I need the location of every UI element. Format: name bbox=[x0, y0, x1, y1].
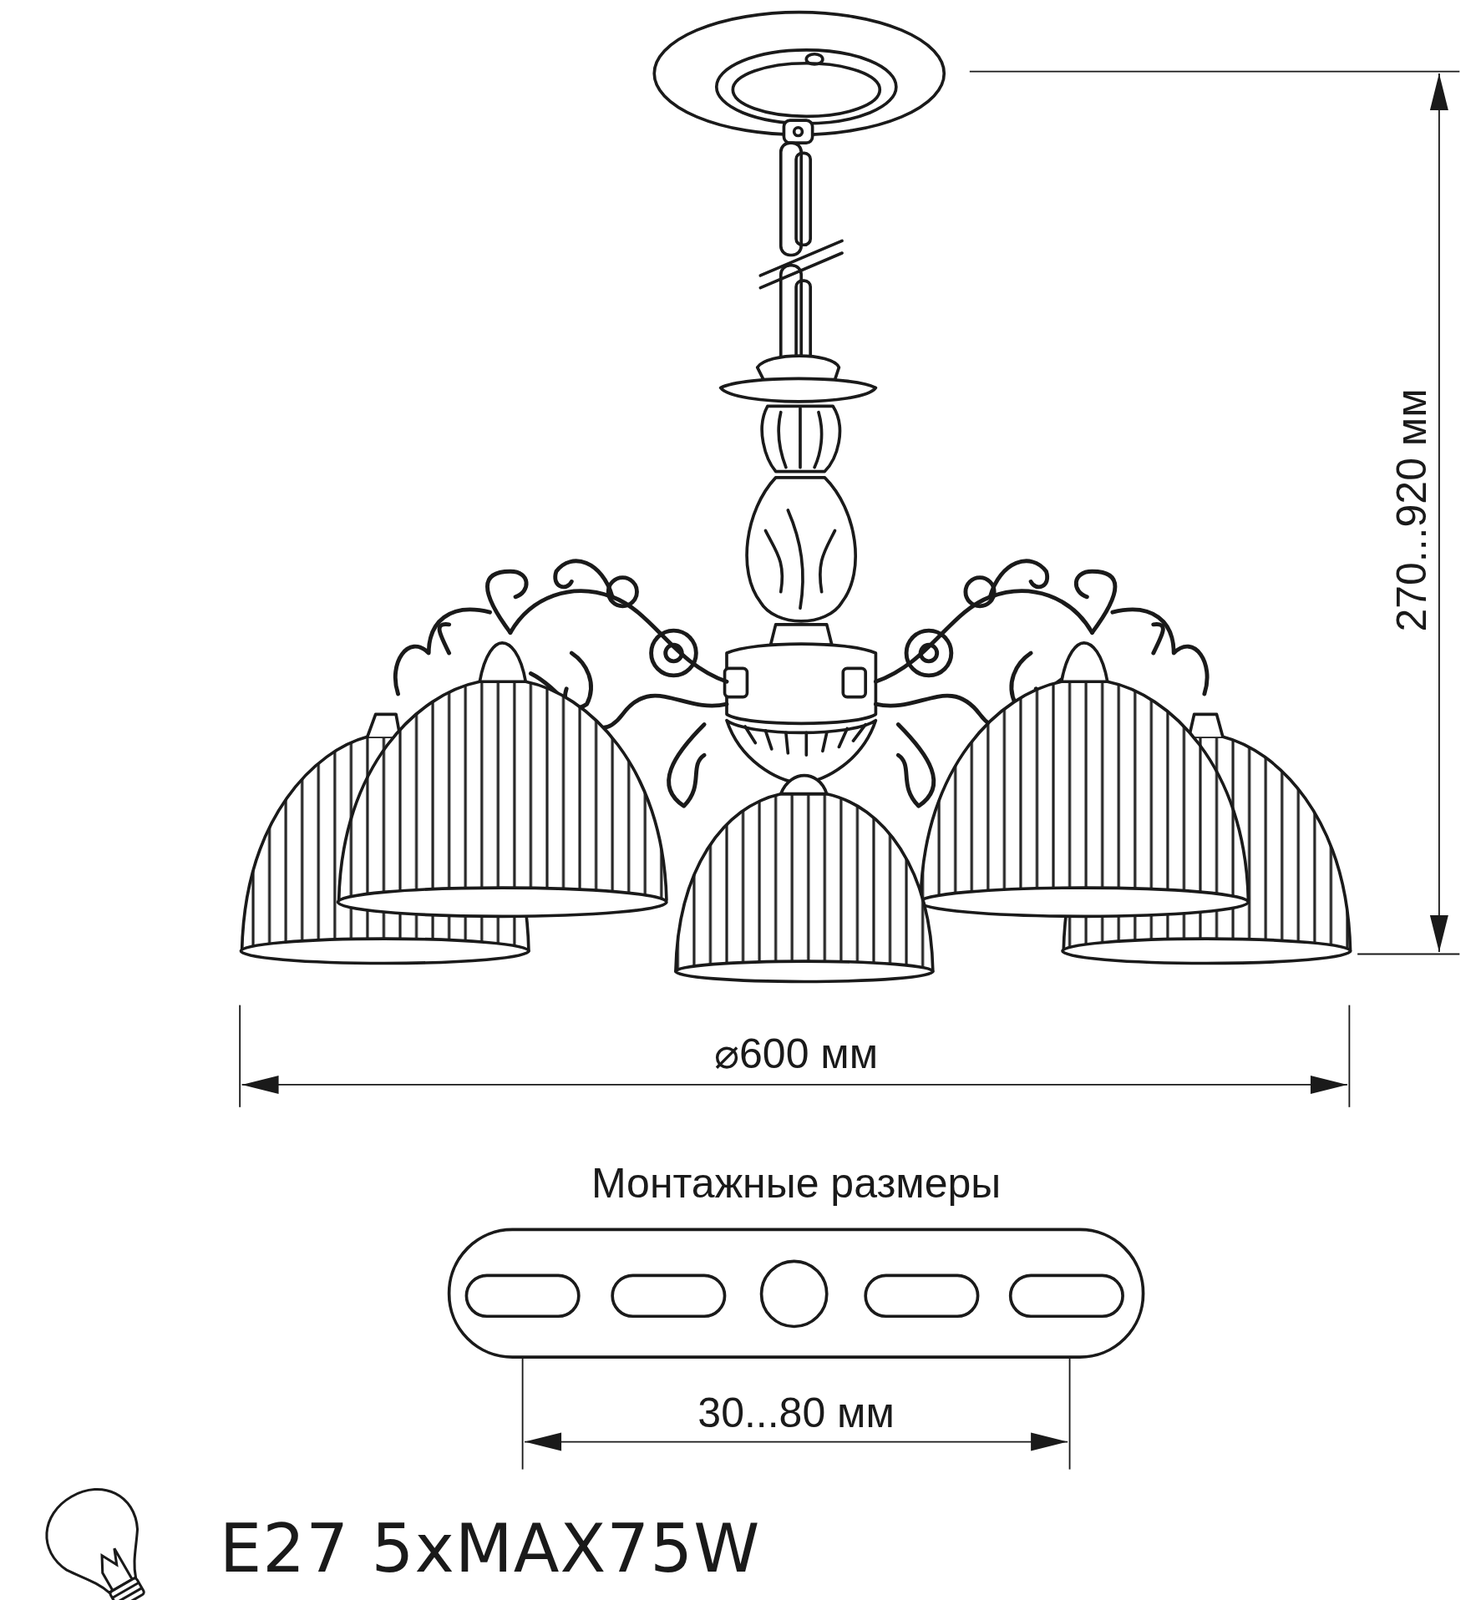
ceiling-canopy bbox=[654, 12, 944, 143]
chain bbox=[760, 142, 842, 368]
mounting-plate bbox=[449, 1229, 1144, 1358]
dimension-lines bbox=[239, 71, 1460, 1471]
lamp-spec: E27 5xMAX75W bbox=[219, 1512, 761, 1587]
stem-vase bbox=[720, 355, 877, 645]
glass-shade bbox=[675, 776, 934, 983]
bulb-icon bbox=[31, 1474, 172, 1600]
center-hub bbox=[725, 644, 877, 784]
height-dimension: 270...920 мм bbox=[1388, 388, 1435, 632]
mounting-dimension: 30...80 мм bbox=[697, 1390, 895, 1437]
diameter-dimension: ⌀600 мм bbox=[714, 1031, 878, 1078]
glass-shade bbox=[919, 643, 1248, 917]
dimension-arrows bbox=[242, 73, 1449, 1452]
section-heading: Монтажные размеры bbox=[591, 1161, 1001, 1208]
glass-shade bbox=[337, 643, 666, 917]
